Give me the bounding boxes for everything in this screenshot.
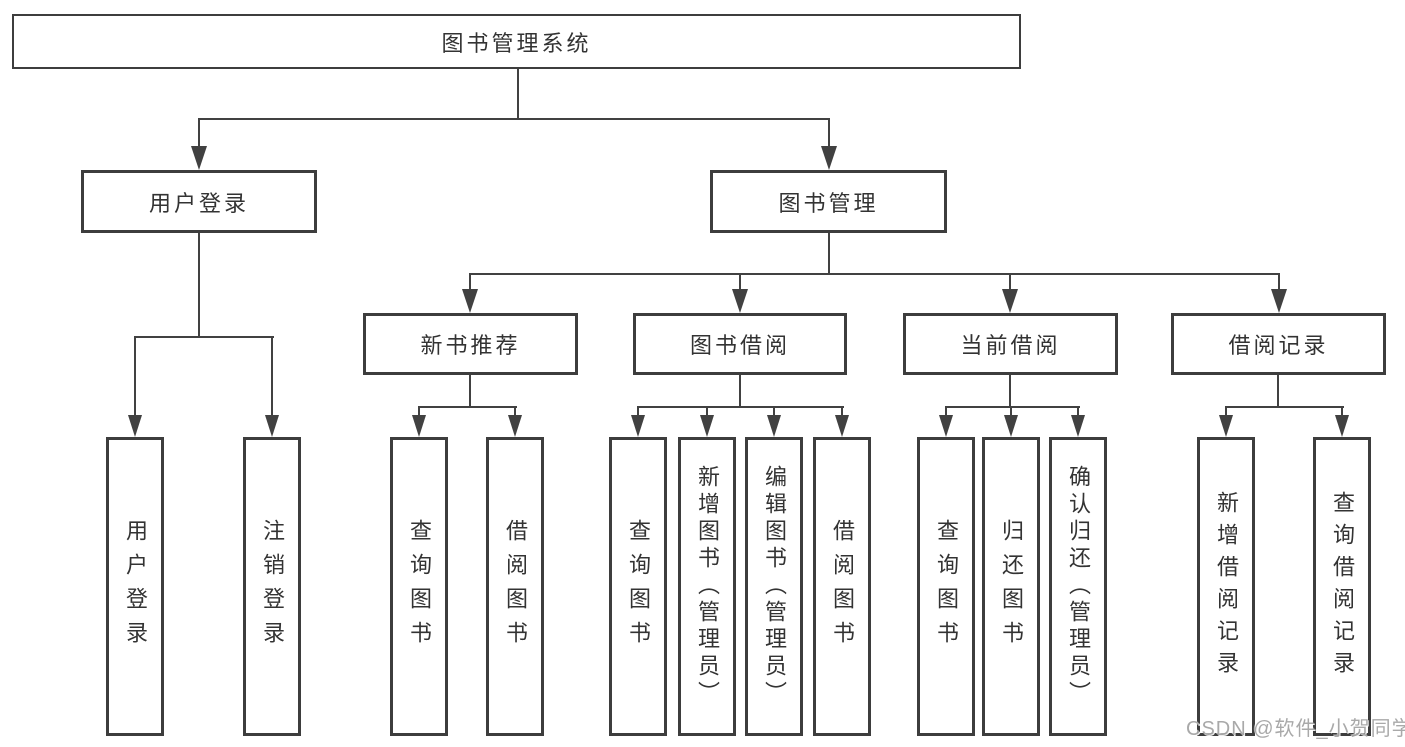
- node-current-borrowing: 当前借阅: [903, 313, 1118, 375]
- connector-line: [1225, 406, 1227, 417]
- arrowhead-icon: [939, 415, 953, 437]
- connector-line: [945, 406, 947, 417]
- node-borrowing-records: 借阅记录: [1171, 313, 1386, 375]
- leaf-borrow-books-recommend-label: 借阅图书: [503, 518, 528, 655]
- node-book-borrowing: 图书借阅: [633, 313, 847, 375]
- node-user-login: 用户登录: [81, 170, 317, 233]
- connector-line: [271, 336, 273, 416]
- connector-line: [706, 406, 708, 417]
- connector-line: [637, 406, 639, 417]
- connector-line: [198, 118, 830, 120]
- connector-line: [469, 273, 1280, 275]
- node-user-login-label: 用户登录: [148, 190, 249, 216]
- connector-line: [1009, 273, 1011, 291]
- arrowhead-icon: [821, 146, 837, 170]
- connector-line: [514, 406, 516, 417]
- arrowhead-icon: [631, 415, 645, 437]
- node-root: 图书管理系统: [12, 14, 1021, 69]
- connector-line: [134, 336, 136, 416]
- arrowhead-icon: [1004, 415, 1018, 437]
- leaf-query-borrow-record-label: 查询借阅记录: [1330, 490, 1355, 683]
- arrowhead-icon: [265, 415, 279, 437]
- leaf-user-login-label: 用户登录: [123, 518, 148, 655]
- leaf-query-books-recommend-label: 查询图书: [407, 518, 432, 655]
- leaf-edit-books-admin: 编辑图书（管理员）: [745, 437, 803, 736]
- connector-line: [134, 336, 274, 338]
- arrowhead-icon: [732, 289, 748, 313]
- connector-line: [828, 233, 830, 275]
- arrowhead-icon: [835, 415, 849, 437]
- connector-line: [739, 375, 741, 408]
- node-root-label: 图书管理系统: [441, 30, 592, 56]
- connector-line: [1010, 406, 1012, 417]
- leaf-borrow-books-label: 借阅图书: [830, 518, 855, 655]
- leaf-query-borrow-record: 查询借阅记录: [1313, 437, 1371, 736]
- arrowhead-icon: [767, 415, 781, 437]
- connector-line: [841, 406, 843, 417]
- connector-line: [1277, 375, 1279, 408]
- connector-line: [1225, 406, 1344, 408]
- arrowhead-icon: [1071, 415, 1085, 437]
- connector-line: [469, 375, 471, 408]
- connector-line: [1278, 273, 1280, 291]
- arrowhead-icon: [128, 415, 142, 437]
- leaf-query-books-current-label: 查询图书: [934, 518, 959, 655]
- arrowhead-icon: [1002, 289, 1018, 313]
- leaf-add-books-admin-label: 新增图书（管理员）: [695, 465, 720, 708]
- connector-line: [198, 233, 200, 338]
- connector-line: [773, 406, 775, 417]
- csdn-watermark: CSDN @软件_小贺同学: [1186, 718, 1405, 740]
- arrowhead-icon: [1335, 415, 1349, 437]
- node-book-management: 图书管理: [710, 170, 947, 233]
- connector-line: [1009, 375, 1011, 408]
- leaf-confirm-return-admin: 确认归还（管理员）: [1049, 437, 1107, 736]
- leaf-query-books-borrowing-label: 查询图书: [626, 518, 651, 655]
- connector-line: [198, 118, 200, 148]
- arrowhead-icon: [462, 289, 478, 313]
- leaf-query-books-current: 查询图书: [917, 437, 975, 736]
- leaf-borrow-books: 借阅图书: [813, 437, 871, 736]
- connector-line: [517, 68, 519, 120]
- leaf-return-books-label: 归还图书: [999, 518, 1024, 655]
- arrowhead-icon: [1271, 289, 1287, 313]
- leaf-query-books-borrowing: 查询图书: [609, 437, 667, 736]
- node-current-borrowing-label: 当前借阅: [960, 333, 1061, 358]
- arrowhead-icon: [700, 415, 714, 437]
- arrowhead-icon: [412, 415, 426, 437]
- connector-line: [828, 118, 830, 148]
- leaf-add-borrow-record: 新增借阅记录: [1197, 437, 1255, 736]
- connector-line: [469, 273, 471, 291]
- arrowhead-icon: [1219, 415, 1233, 437]
- node-borrowing-records-label: 借阅记录: [1228, 333, 1329, 358]
- node-new-book-recommend-label: 新书推荐: [420, 333, 521, 358]
- connector-line: [1341, 406, 1343, 417]
- arrowhead-icon: [508, 415, 522, 437]
- leaf-logout-label: 注销登录: [260, 518, 285, 655]
- leaf-add-books-admin: 新增图书（管理员）: [678, 437, 736, 736]
- node-book-management-label: 图书管理: [778, 190, 879, 216]
- leaf-return-books: 归还图书: [982, 437, 1040, 736]
- arrowhead-icon: [191, 146, 207, 170]
- connector-line: [1077, 406, 1079, 417]
- leaf-borrow-books-recommend: 借阅图书: [486, 437, 544, 736]
- node-book-borrowing-label: 图书借阅: [689, 333, 790, 358]
- connector-line: [418, 406, 420, 417]
- connector-line: [637, 406, 844, 408]
- leaf-confirm-return-admin-label: 确认归还（管理员）: [1066, 465, 1091, 708]
- node-new-book-recommend: 新书推荐: [363, 313, 578, 375]
- leaf-query-books-recommend: 查询图书: [390, 437, 448, 736]
- connector-line: [739, 273, 741, 291]
- leaf-logout: 注销登录: [243, 437, 301, 736]
- connector-line: [945, 406, 1080, 408]
- leaf-add-borrow-record-label: 新增借阅记录: [1214, 490, 1239, 683]
- connector-line: [418, 406, 517, 408]
- leaf-user-login: 用户登录: [106, 437, 164, 736]
- leaf-edit-books-admin-label: 编辑图书（管理员）: [762, 465, 787, 708]
